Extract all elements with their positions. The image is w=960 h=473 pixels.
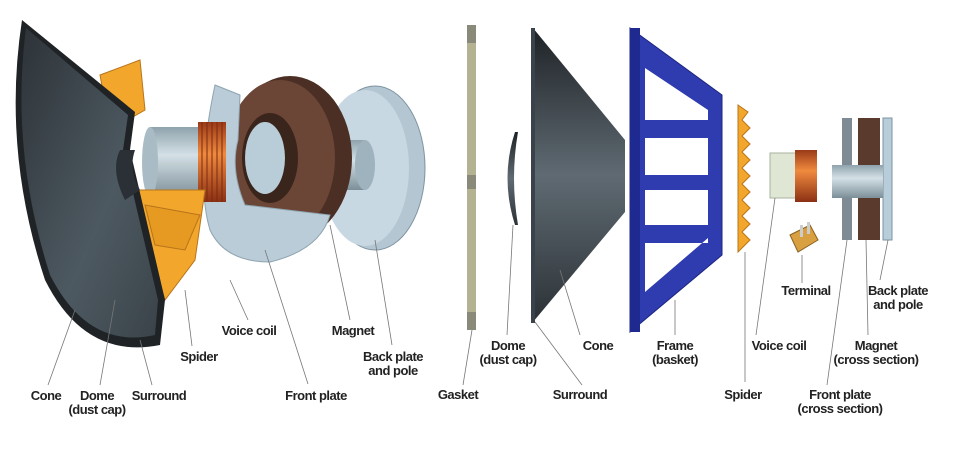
label-back-plate-line1: Back plate <box>362 349 424 364</box>
voice-coil-right <box>769 150 817 202</box>
label-terminal: Terminal <box>781 283 831 298</box>
label-spider: Spider <box>180 349 218 364</box>
left-leader-lines <box>47 224 393 386</box>
label-cone-right: Cone <box>582 338 614 353</box>
label-frame-line2: (basket) <box>652 352 698 367</box>
label-voice-coil-right: Voice coil <box>751 338 807 353</box>
gasket <box>467 25 476 330</box>
label-dome-line1: Dome <box>79 388 115 403</box>
label-magnet: Magnet <box>331 323 375 338</box>
label-front-plate: Front plate <box>285 388 347 403</box>
label-dome-line2: (dust cap) <box>68 402 126 417</box>
label-back-plate-right-line1: Back plate <box>867 283 929 298</box>
label-gasket: Gasket <box>437 387 479 402</box>
label-frame-line1: Frame <box>656 338 694 353</box>
label-back-plate-line2: and pole <box>368 363 418 378</box>
frame-basket <box>629 27 723 334</box>
terminal <box>789 222 819 253</box>
label-voice-coil: Voice coil <box>221 323 277 338</box>
label-magnet-right-line2: (cross section) <box>833 352 919 367</box>
label-back-plate-right-line2: and pole <box>873 297 923 312</box>
label-front-plate-right-line1: Front plate <box>809 387 871 402</box>
magnet-assembly-cross-section <box>832 117 893 241</box>
label-dome-right: Dome(dust cap) <box>479 338 537 367</box>
label-surround: Surround <box>131 388 187 403</box>
label-dome-right-line1: Dome <box>490 338 526 353</box>
label-cone: Cone <box>30 388 62 403</box>
spider-right <box>737 104 751 254</box>
voice-coil <box>142 122 226 202</box>
dome-dust-cap <box>507 132 518 225</box>
label-dome: Dome(dust cap) <box>68 388 126 417</box>
label-front-plate-right: Front plate(cross section) <box>798 388 883 416</box>
label-front-plate-right-line2: (cross section) <box>797 401 883 416</box>
cone <box>15 20 166 348</box>
label-spider-right: Spider <box>724 387 762 402</box>
label-frame: Frame(basket) <box>652 339 698 367</box>
magnet <box>225 76 352 240</box>
label-magnet-right-line1: Magnet <box>854 338 898 353</box>
label-dome-right-line2: (dust cap) <box>479 352 537 367</box>
cone-right <box>531 28 625 323</box>
label-surround-right: Surround <box>552 387 608 402</box>
label-magnet-right: Magnet(cross section) <box>834 339 919 367</box>
right-leader-lines <box>462 197 889 386</box>
